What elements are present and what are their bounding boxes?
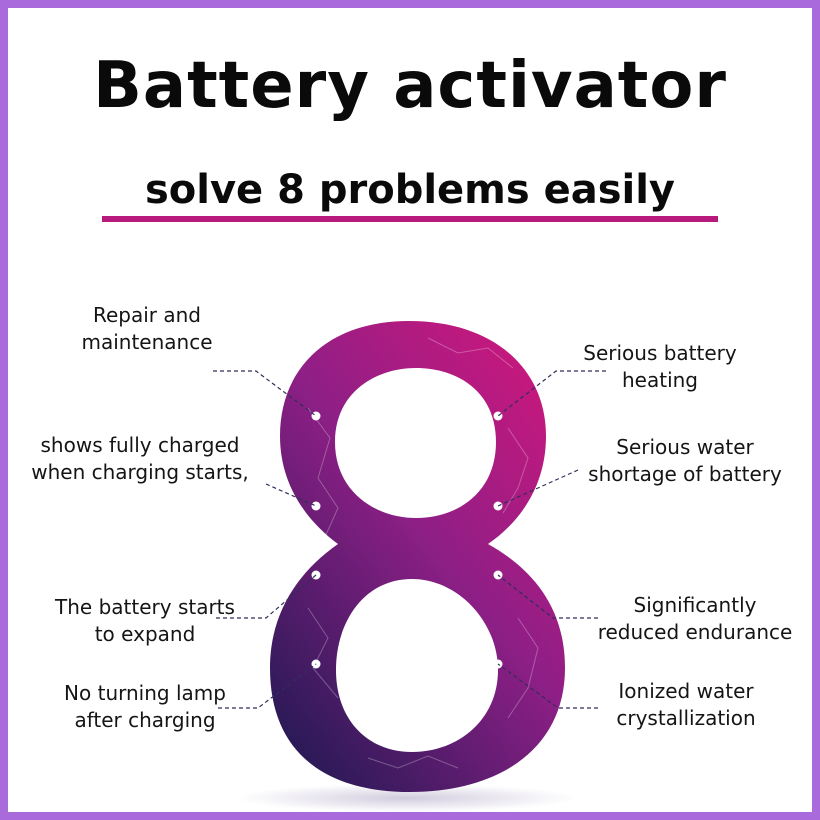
dot-left-2 (311, 501, 321, 511)
dot-left-1 (311, 411, 321, 421)
problem-right-1: Serious battery heating (583, 341, 737, 392)
eight-shape (270, 321, 565, 792)
number-eight-graphic (213, 321, 606, 812)
connector-left-1 (213, 370, 317, 417)
eight-network-pattern (307, 337, 539, 769)
subtitle-underline (102, 216, 718, 222)
dot-right-1 (493, 411, 503, 421)
eight-shadow (236, 784, 576, 812)
problem-left-4: No turning lamp after charging (64, 681, 226, 732)
connector-right-3 (497, 574, 598, 619)
problem-left-2: shows fully charged when charging starts… (31, 433, 249, 484)
poster-frame: Battery activator solve 8 problems easil… (8, 8, 812, 812)
problem-right-2: Serious water shortage of battery (588, 435, 782, 486)
connector-left-2 (265, 483, 317, 507)
connector-right-1 (497, 370, 606, 417)
poster-subtitle: solve 8 problems easily (144, 167, 676, 213)
connector-left-3 (216, 574, 317, 619)
problem-right-3: Significantly reduced endurance (597, 593, 793, 644)
problem-right-4: Ionized water crystallization (616, 679, 756, 730)
problem-left-1: Repair and maintenance (81, 303, 213, 354)
problem-left-3: The battery starts to expand (55, 595, 235, 646)
poster-title: Battery activator (93, 49, 727, 123)
connector-right-2 (497, 469, 579, 507)
connector-lines (213, 370, 606, 709)
